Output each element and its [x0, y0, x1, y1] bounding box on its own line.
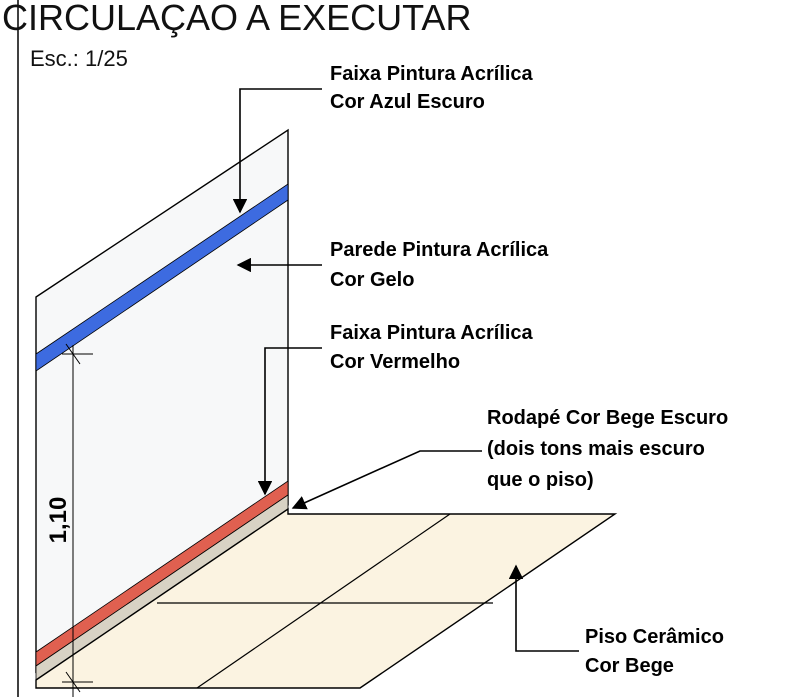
baseboard-label-line1: Rodapé Cor Bege Escuro: [487, 407, 728, 429]
floor-leader: [508, 564, 579, 652]
red-stripe-leader: [257, 347, 322, 496]
floor-label-line2: Cor Bege: [585, 655, 674, 677]
drawing-scale: Esc.: 1/25: [30, 46, 128, 71]
blue-stripe-label-line1: Faixa Pintura Acrílica: [330, 63, 534, 85]
drawing-title: CIRCULAÇAO A EXECUTAR: [2, 0, 471, 38]
blue-stripe-label-line2: Cor Azul Escuro: [330, 91, 485, 113]
red-stripe-label-line1: Faixa Pintura Acrílica: [330, 322, 534, 344]
height-dimension-value: 1,10: [45, 497, 72, 544]
floor-tile-grid: [157, 513, 493, 689]
baseboard-leader: [291, 450, 482, 510]
blue-stripe-leader: [232, 88, 322, 214]
floor-surface: [35, 507, 618, 689]
height-dimension: [62, 343, 93, 697]
wall-label-line1: Parede Pintura Acrílica: [330, 239, 549, 261]
baseboard-label-line2: (dois tons mais escuro: [487, 438, 705, 460]
blue-stripe: [35, 183, 289, 372]
floor-label-line1: Piso Cerâmico: [585, 626, 724, 648]
red-stripe-label-line2: Cor Vermelho: [330, 351, 460, 373]
baseboard-label-line3: que o piso): [487, 469, 594, 491]
wall-label-line2: Cor Gelo: [330, 269, 414, 291]
